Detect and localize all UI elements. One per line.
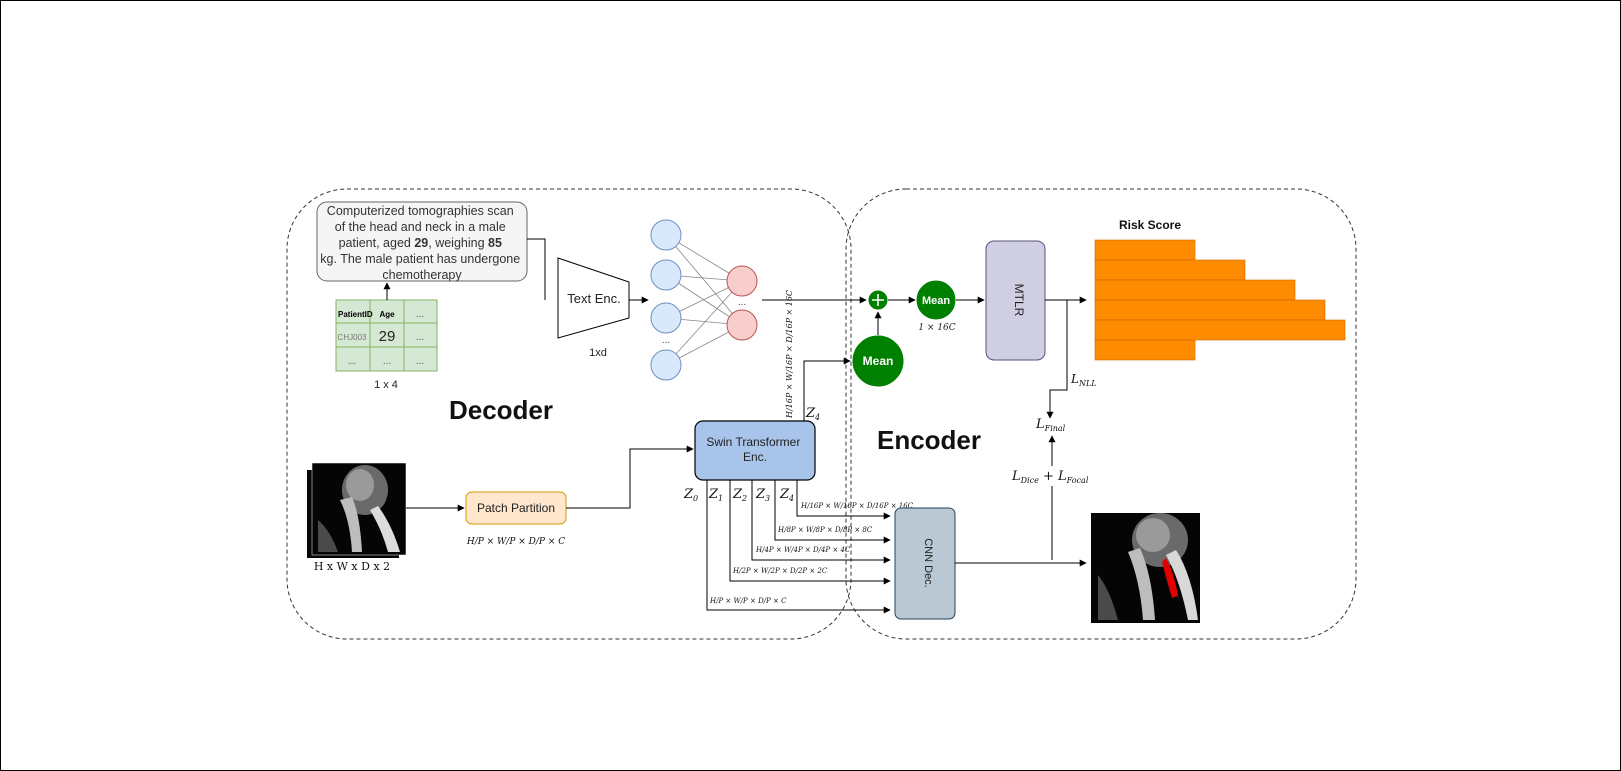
z2-label: Z2 bbox=[732, 487, 747, 503]
decoder-label: Decoder bbox=[449, 395, 553, 425]
mean-top-label: Mean bbox=[922, 295, 950, 307]
risk-bar bbox=[1094, 339, 1196, 361]
table-header-more: ... bbox=[416, 309, 424, 320]
z3-label: Z3 bbox=[755, 487, 770, 503]
table-cell-r2c3: ... bbox=[416, 356, 424, 367]
scale-4-label: H/4P × W/4P × D/4P × 4C bbox=[755, 546, 851, 554]
output-mri-image bbox=[1091, 513, 1200, 623]
text-line-1: Computerized tomographies scan bbox=[327, 204, 514, 218]
clinical-text-box: Computerized tomographies scan of the he… bbox=[316, 201, 528, 282]
nn-output-node bbox=[726, 265, 758, 297]
table-cell-age: 29 bbox=[379, 328, 396, 345]
nn-output-node bbox=[726, 309, 758, 341]
patch-partition-label: Patch Partition bbox=[477, 501, 555, 515]
text-line-2: of the head and neck in a male bbox=[335, 220, 506, 234]
nn-input-node bbox=[650, 349, 682, 381]
swin-block bbox=[694, 420, 816, 481]
input-mri-image bbox=[307, 462, 407, 558]
scale-8-label: H/8P × W/8P × D/8P × 8C bbox=[777, 526, 873, 534]
text-encoder-dim: 1xd bbox=[589, 347, 607, 359]
risk-bars bbox=[1094, 239, 1346, 361]
mean-dim-label: 1 × 16C bbox=[918, 323, 955, 333]
l-final-label: LFinal bbox=[1035, 417, 1066, 433]
skip-connections bbox=[706, 480, 891, 614]
patch-to-swin-arrow bbox=[566, 445, 694, 509]
text-line-4: kg. The male patient has undergone bbox=[320, 252, 520, 266]
neural-network: ... ... bbox=[650, 219, 758, 381]
scale-16-label: H/16P × W/16P × D/16P × 16C bbox=[800, 502, 914, 510]
table-header-patientid: PatientID bbox=[338, 310, 373, 319]
nn-input-node bbox=[650, 219, 682, 251]
clinical-table: PatientID Age ... CHJ003 29 ... ... ... … bbox=[335, 299, 438, 372]
text-line-5: chemotherapy bbox=[382, 268, 462, 282]
nn-input-node bbox=[650, 302, 682, 334]
risk-score-title: Risk Score bbox=[1119, 218, 1181, 232]
nn-input-node bbox=[650, 259, 682, 291]
table-cell-patient: CHJ003 bbox=[338, 333, 367, 342]
table-header-age: Age bbox=[379, 310, 395, 319]
seg-loss-bg bbox=[1008, 466, 1096, 486]
table-cell-r2c1: ... bbox=[348, 356, 356, 367]
vertical-scale-label: H/16P × W/16P × D/16P × 16C bbox=[785, 290, 794, 419]
decoder-region bbox=[286, 188, 852, 640]
table-cell-more: ... bbox=[416, 332, 424, 343]
text-encoder-shape bbox=[557, 257, 630, 339]
l-nll-label: LNLL bbox=[1070, 372, 1097, 388]
input-dim-label: H x W x D x 2 bbox=[314, 560, 390, 573]
risk-bar bbox=[1094, 299, 1326, 321]
swin-label: Swin Transformer Enc. bbox=[706, 435, 803, 464]
patch-dim-label: H/P × W/P × D/P × C bbox=[466, 537, 565, 547]
z4-top-label: Z4 bbox=[805, 406, 820, 422]
cnn-decoder-label: CNN Dec. bbox=[922, 538, 934, 588]
z0-label: Z0 bbox=[683, 487, 698, 503]
table-cell-r2c2: ... bbox=[383, 356, 391, 367]
scale-2-label: H/2P × W/2P × D/2P × 2C bbox=[732, 567, 828, 575]
mtlr-label: MTLR bbox=[1012, 284, 1026, 317]
l-seg-label: LDice + LFocal bbox=[1011, 469, 1089, 485]
nn-dots: ... bbox=[662, 335, 670, 346]
text-encoder-label: Text Enc. bbox=[567, 291, 620, 306]
z1-label: Z1 bbox=[708, 487, 723, 503]
plus-operator bbox=[867, 289, 889, 311]
risk-bar bbox=[1094, 279, 1296, 301]
swin-to-mean-arrow bbox=[803, 357, 851, 421]
risk-bar bbox=[1094, 239, 1196, 261]
encoder-label: Encoder bbox=[877, 425, 981, 455]
scale-1-label: H/P × W/P × D/P × C bbox=[709, 597, 787, 605]
risk-bar bbox=[1094, 259, 1246, 281]
encoder-region bbox=[845, 188, 1357, 640]
text-line-3: patient, aged 29, weighing 85 bbox=[339, 236, 502, 250]
nn-dots-small: ... bbox=[738, 297, 746, 308]
text-connector bbox=[527, 238, 546, 300]
risk-bar bbox=[1094, 319, 1346, 341]
nll-arrow bbox=[1046, 300, 1068, 419]
table-dim-label: 1 x 4 bbox=[374, 379, 398, 391]
mean-bottom-label: Mean bbox=[863, 354, 894, 368]
svg-text:Computerized tomographies scan: Computerized tomographies scan of the he… bbox=[320, 204, 523, 282]
z4-label: Z4 bbox=[779, 487, 794, 503]
